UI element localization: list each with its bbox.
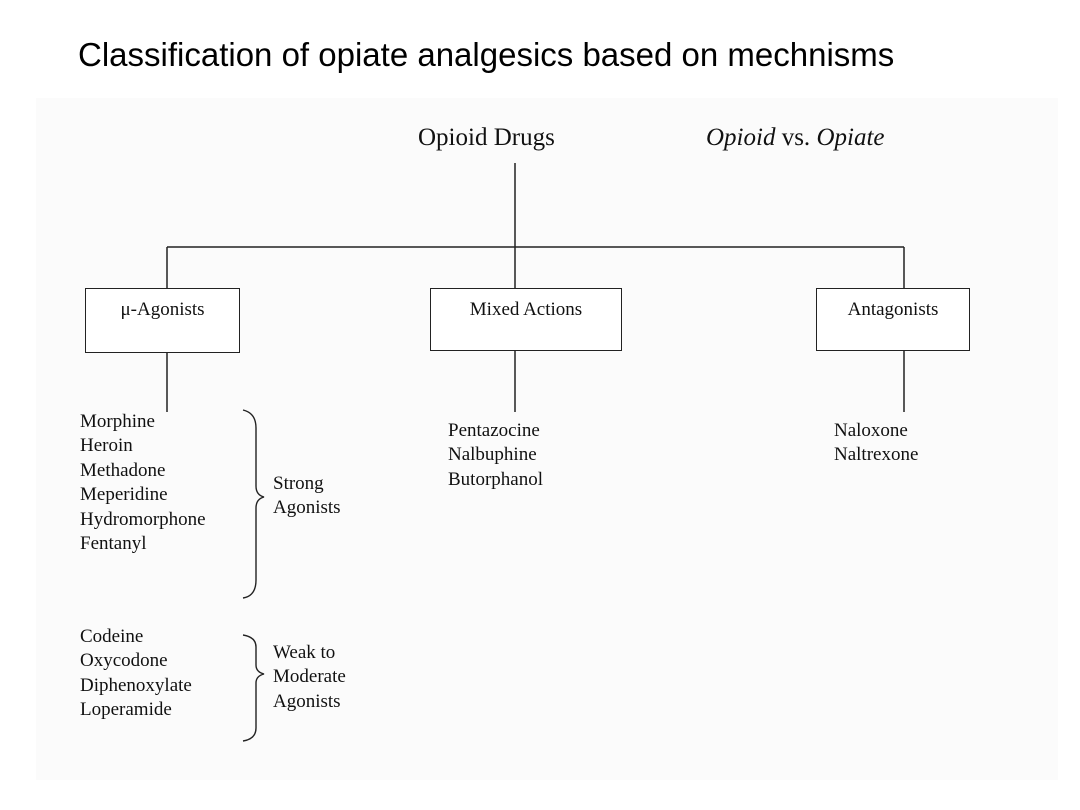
drug-item: Hydromorphone — [80, 508, 206, 530]
note-separator: vs. — [775, 124, 817, 151]
antagonist-list: Naloxone Naltrexone — [834, 419, 918, 468]
strong-agonist-list: Morphine Heroin Methadone Meperidine Hyd… — [80, 410, 206, 556]
diagram-figure — [36, 98, 1058, 780]
group-label-line: Moderate — [273, 666, 346, 688]
group-label-line: Agonists — [273, 690, 341, 712]
root-label: Opioid Drugs — [418, 124, 555, 151]
drug-item: Codeine — [80, 626, 144, 647]
drug-item: Meperidine — [80, 484, 168, 506]
slide-title: Classification of opiate analgesics base… — [78, 36, 895, 73]
mixed-action-list: Pentazocine Nalbuphine Butorphanol — [448, 419, 543, 492]
strong-agonists-label: Strong Agonists — [273, 472, 341, 521]
drug-item: Diphenoxylate — [80, 674, 192, 696]
brace-strong — [242, 409, 265, 599]
drug-item: Butorphanol — [448, 468, 543, 490]
drug-item: Loperamide — [80, 699, 172, 721]
weak-agonist-list: Codeine Oxycodone Diphenoxylate Loperami… — [80, 625, 192, 723]
drug-item: Oxycodone — [80, 650, 168, 672]
brace-weak — [242, 634, 265, 742]
category-box-mu-agonists: μ-Agonists — [85, 288, 240, 353]
drug-item: Naltrexone — [834, 444, 919, 466]
drug-item: Heroin — [80, 435, 133, 457]
note-word-opioid: Opioid — [706, 124, 776, 151]
drug-item: Morphine — [80, 411, 155, 432]
drug-item: Naloxone — [834, 420, 908, 441]
group-label-line: Weak to — [273, 642, 336, 663]
note-word-opiate: Opiate — [816, 124, 885, 151]
drug-item: Nalbuphine — [448, 444, 537, 466]
weak-moderate-agonists-label: Weak to Moderate Agonists — [273, 641, 346, 714]
group-label-line: Strong — [273, 473, 324, 494]
drug-item: Fentanyl — [80, 533, 147, 555]
category-box-mixed-actions: Mixed Actions — [430, 288, 622, 351]
category-box-antagonists: Antagonists — [816, 288, 970, 351]
drug-item: Pentazocine — [448, 420, 540, 441]
opioid-vs-opiate-note: Opioid vs. Opiate — [706, 124, 884, 152]
drug-item: Methadone — [80, 459, 166, 481]
group-label-line: Agonists — [273, 497, 341, 519]
